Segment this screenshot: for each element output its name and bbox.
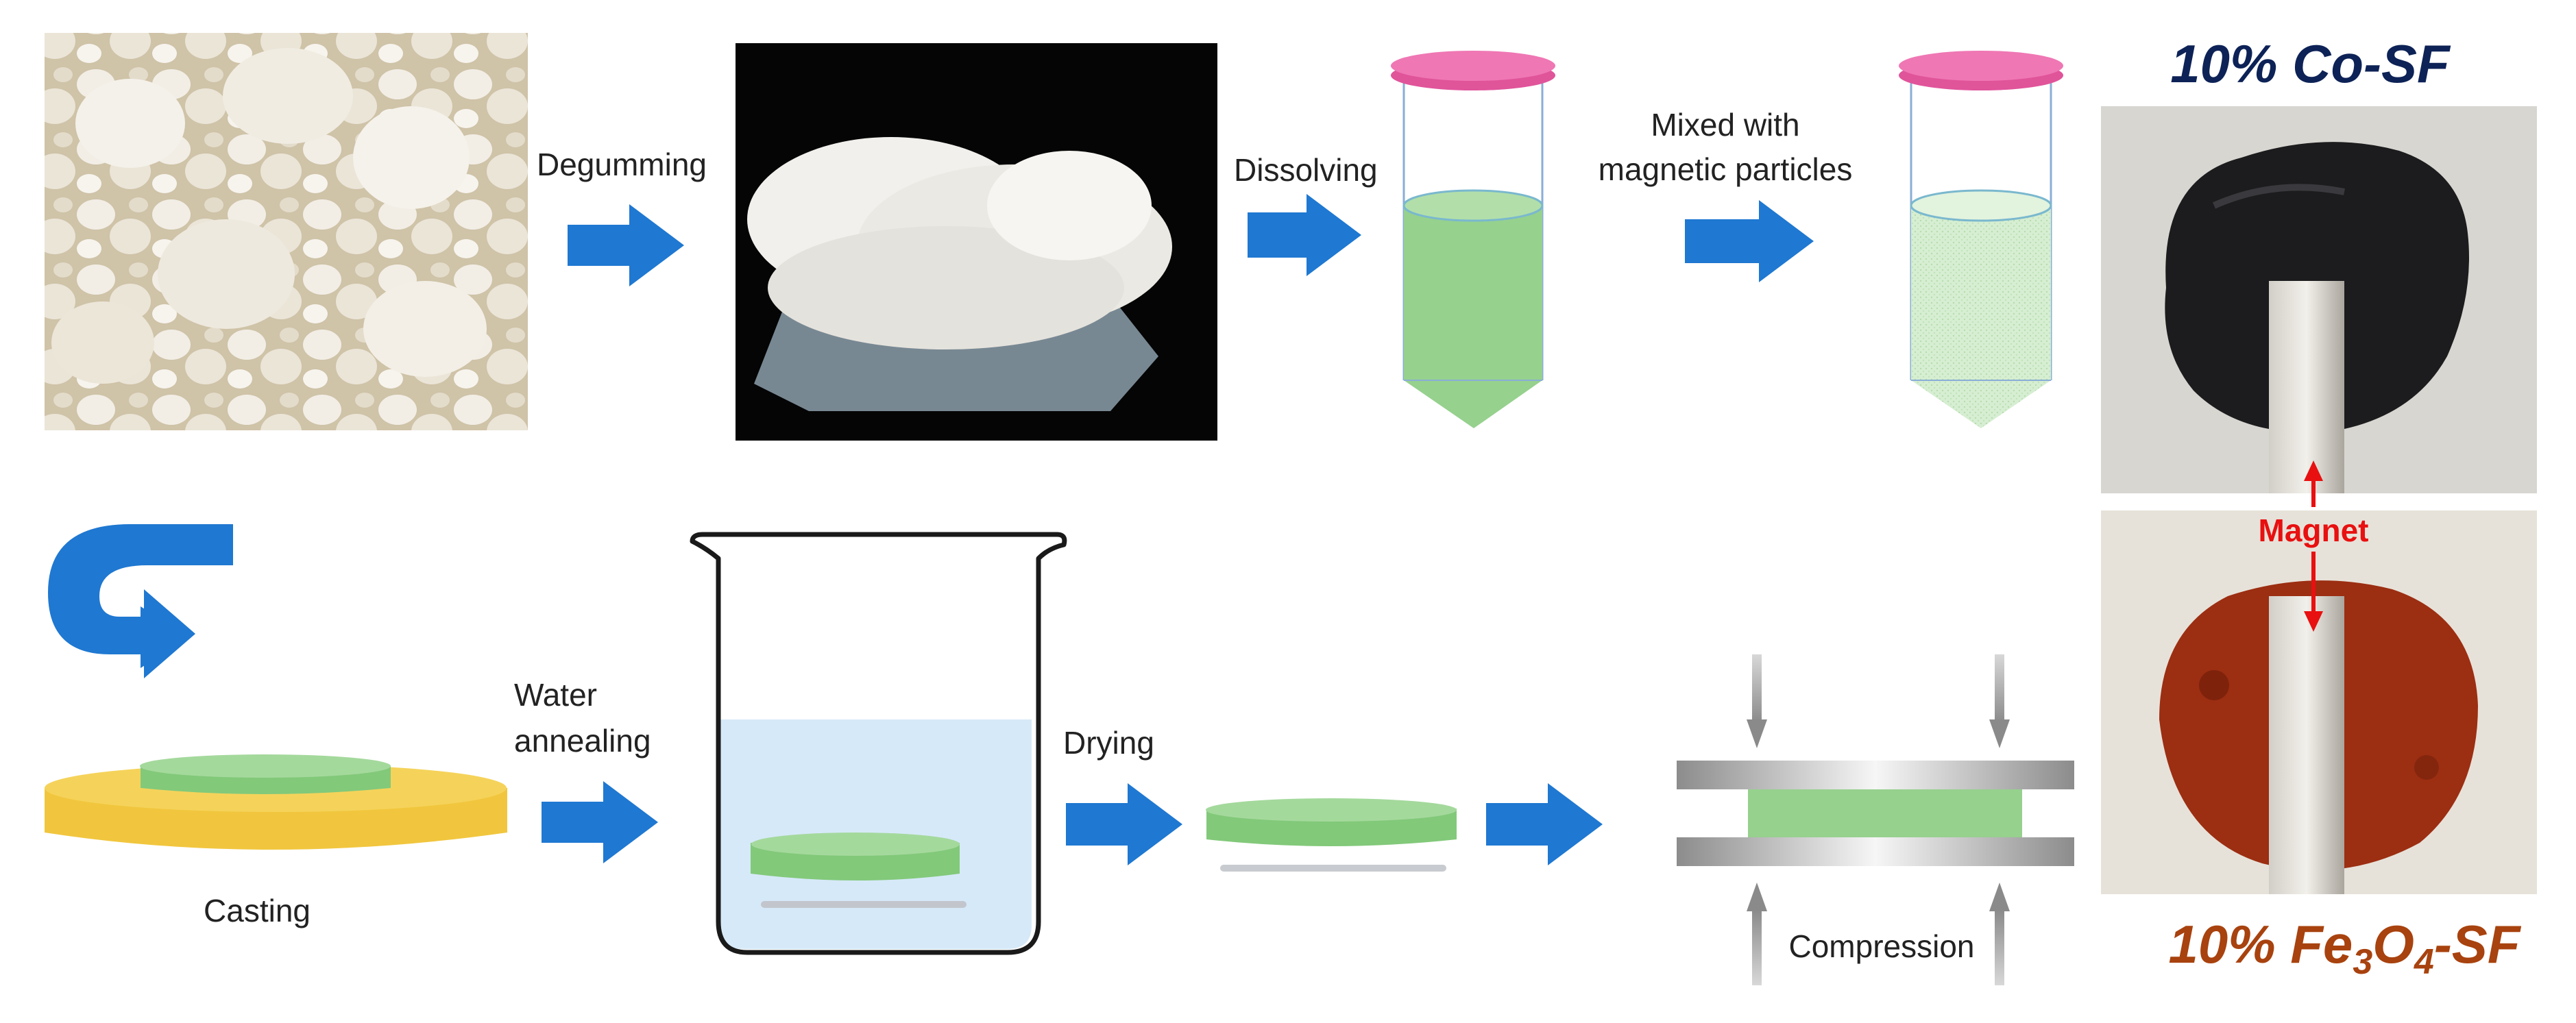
compression-label: Compression [1789,928,1975,964]
fe3o4-title-sub2: 4 [2414,942,2434,982]
return-arrow-body [51,524,233,678]
to-compression-arrow [1486,783,1603,865]
dissolving-arrow [1248,194,1361,276]
fe3o4-title-o: O [2372,914,2414,974]
casting-label: Casting [204,893,311,928]
co-sf-title: 10% Co-SF [2170,34,2451,94]
compression-press [1677,761,2074,866]
fe3o4-title-suffix: -SF [2434,914,2522,974]
fe3o4-sf-title: 10% Fe3O4-SF [2169,914,2522,982]
compression-arrows [1747,654,2010,985]
drying-label: Drying [1063,725,1154,761]
water-annealing-arrow [542,781,658,863]
tube-silk-solution [1391,51,1555,428]
beaker [690,532,1067,955]
co-sf-photo [2101,106,2537,493]
magnet-indicator-arrows [2304,460,2323,632]
water-annealing-line2: annealing [514,723,651,759]
degumming-label: Degumming [537,147,707,182]
cocoons-photo [45,33,528,430]
silk-fibers-photo [736,43,1217,441]
casting-illustration [45,754,507,850]
fe3o4-title-sub1: 3 [2353,942,2372,982]
tube-magnetic-suspension [1899,51,2063,428]
degumming-arrow [568,204,684,286]
dissolving-label: Dissolving [1234,152,1378,188]
drying-arrow [1066,783,1182,865]
mixed-label-line2: magnetic particles [1599,151,1853,187]
water-annealing-line1: Water [514,677,597,713]
fe3o4-sf-photo [2101,510,2537,894]
mixed-label-line1: Mixed with [1651,107,1799,143]
mixing-arrow [1685,200,1814,282]
dried-film [1206,798,1457,872]
fe3o4-title-prefix: 10% Fe [2169,914,2353,974]
magnet-label: Magnet [2259,513,2369,548]
